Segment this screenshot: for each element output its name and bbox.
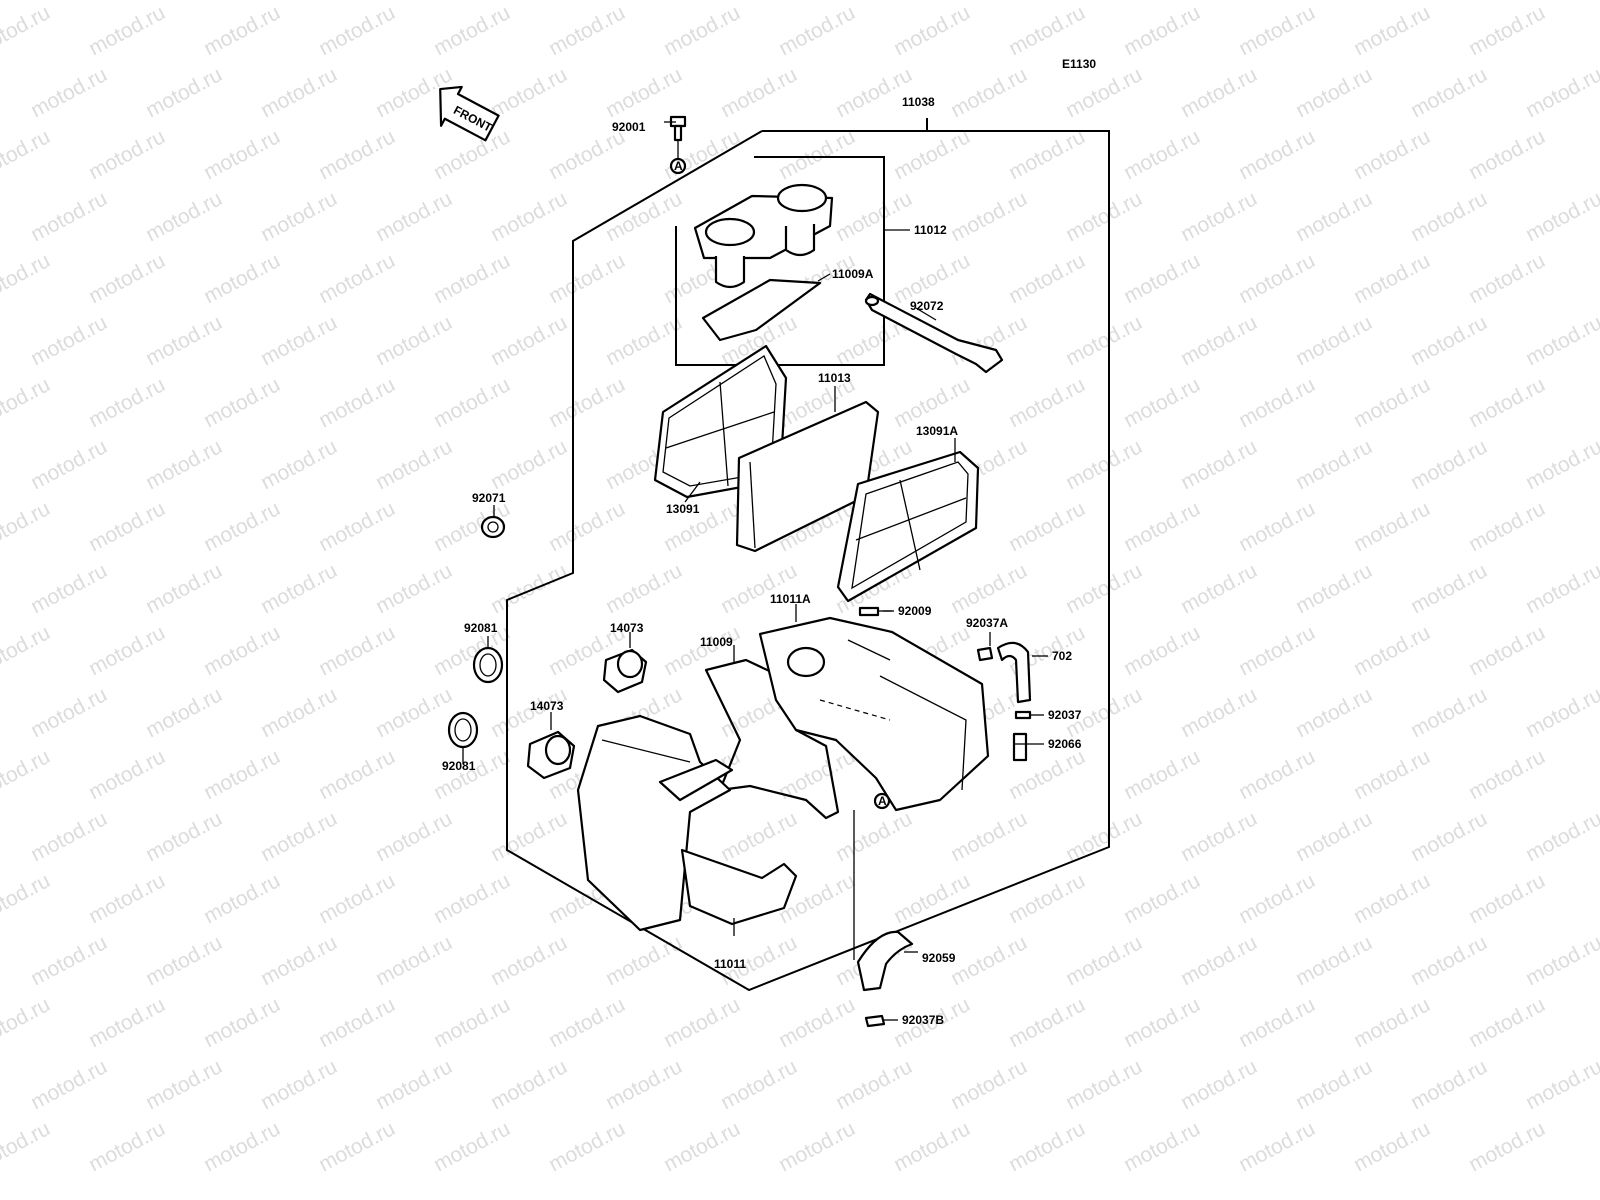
ref-mark-top: A [674,159,683,173]
diagram-code: E1130 [1062,57,1096,71]
part-label-92072: 92072 [910,299,944,313]
hose-702 [996,641,1032,704]
element-holder-13091A [836,450,980,603]
part-label-11038: 11038 [902,95,935,109]
upper-case-11011A: A [758,616,990,812]
part-label-11012: 11012 [914,223,947,237]
part-label-11013: 11013 [818,371,851,385]
part-label-702: 702 [1052,649,1072,663]
part-label-92001: 92001 [612,120,646,134]
part-label-92071: 92071 [472,491,506,505]
part-label-11011A: 11011A [770,592,811,606]
part-label-11011: 11011 [714,957,746,971]
part-label-92037A: 92037A [966,616,1008,630]
part-labels: 11038 92001 11012 11009A 92072 11013 130… [442,95,1082,1027]
part-label-92059: 92059 [922,951,956,965]
part-label-13091A: 13091A [916,424,958,438]
part-label-92037B: 92037B [902,1013,944,1027]
part-label-92009: 92009 [898,604,932,618]
part-label-13091: 13091 [666,502,700,516]
seal-92081-lower [447,711,479,749]
part-label-14073-lower: 14073 [530,699,564,713]
hose-92059 [856,930,914,992]
part-label-14073-upper: 14073 [610,621,644,635]
part-label-92066: 92066 [1048,737,1082,751]
assembly-bracket-11038 [506,118,1110,992]
part-label-92037: 92037 [1048,708,1082,722]
bolt-92001: A [669,115,687,175]
leader-lines [462,121,1048,1021]
part-label-11009A: 11009A [832,267,874,281]
part-label-92081-lower: 92081 [442,759,476,773]
lower-case-11011 [576,714,798,932]
front-arrow: FRONT [439,85,500,142]
part-label-92081-upper: 92081 [464,621,498,635]
holder-92072 [864,292,1004,374]
gasket-11009A [701,278,822,342]
cover-bracket [675,156,885,366]
fitting-92066 [1012,732,1028,762]
duct-14073-upper [602,648,648,694]
top-cover-11012 [693,183,834,289]
duct-14073-lower [526,730,576,780]
grommet-92071 [480,515,506,539]
clamp-92037B [864,1014,886,1028]
seal-92081-upper [472,646,504,684]
clamp-92037A [976,646,994,662]
clamp-92037 [1014,710,1032,720]
ref-mark-bottom: A [878,794,887,808]
part-label-11009: 11009 [700,635,733,649]
